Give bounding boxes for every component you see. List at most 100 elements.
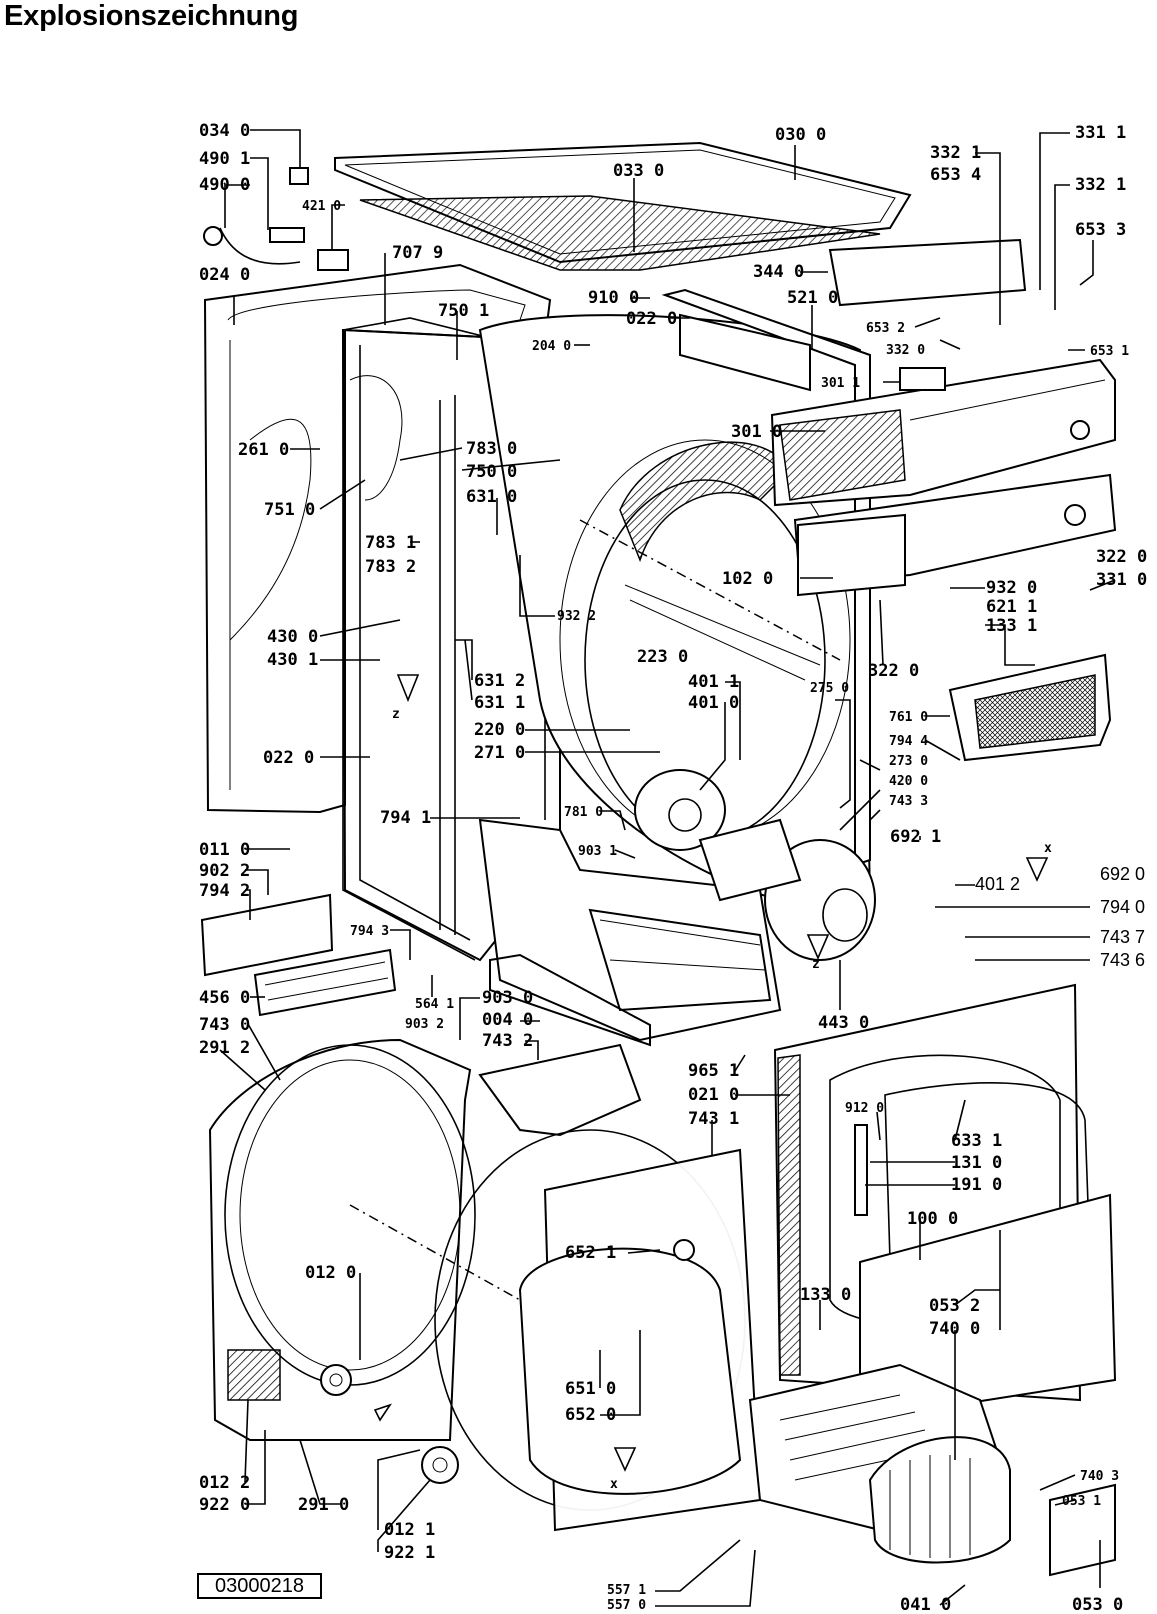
part-label: 783 2 [365, 557, 416, 577]
condenser-unit [748, 1363, 1116, 1577]
part-label: 332 0 [886, 343, 925, 358]
part-label: 053 1 [1062, 1494, 1101, 1509]
part-label: 301 1 [821, 376, 860, 391]
part-label: 783 1 [365, 533, 416, 553]
small-parts-top [203, 167, 349, 271]
part-label: 133 1 [986, 616, 1037, 636]
part-label: 692 0 [1100, 864, 1145, 884]
part-label: 004 0 [482, 1010, 533, 1030]
part-label: 322 0 [868, 661, 919, 681]
part-label: 261 0 [238, 440, 289, 460]
rear-panel [208, 1038, 521, 1441]
direction-markers: z z x x [373, 674, 1052, 1492]
part-label: 932 0 [986, 578, 1037, 598]
part-label: 965 1 [688, 1061, 739, 1081]
part-label: 783 0 [466, 439, 517, 459]
part-label: 024 0 [199, 265, 250, 285]
part-label: 012 1 [384, 1520, 435, 1540]
part-label: 344 0 [753, 262, 804, 282]
part-label: 653 1 [1090, 344, 1129, 359]
part-label: 794 1 [380, 808, 431, 828]
part-label: 910 0 [588, 288, 639, 308]
part-label: 275 0 [810, 681, 849, 696]
part-label: 653 4 [930, 165, 981, 185]
heater-and-gasket [200, 893, 642, 1137]
part-label: 291 0 [298, 1495, 349, 1515]
part-label: 557 0 [607, 1598, 646, 1613]
part-label: 332 1 [930, 143, 981, 163]
part-label: 653 2 [866, 321, 905, 336]
part-label: 761 0 [889, 710, 928, 725]
part-label: 743 3 [889, 794, 928, 809]
part-label: 033 0 [613, 161, 664, 181]
part-label: 041 0 [900, 1595, 951, 1614]
part-label: 521 0 [787, 288, 838, 308]
part-label: 902 2 [199, 861, 250, 881]
part-label: 903 1 [578, 844, 617, 859]
part-label: 631 0 [466, 487, 517, 507]
part-label: 652 0 [565, 1405, 616, 1425]
base-unit [478, 818, 782, 1047]
part-label: 751 0 [264, 500, 315, 520]
part-label: 794 3 [350, 924, 389, 939]
part-label: 012 2 [199, 1473, 250, 1493]
part-label: 443 0 [818, 1013, 869, 1033]
part-label: 922 1 [384, 1543, 435, 1563]
marker-x-2: x [610, 1477, 618, 1492]
part-label: 743 6 [1100, 950, 1145, 970]
part-label: 131 0 [951, 1153, 1002, 1173]
control-panel [770, 238, 1117, 597]
part-label: 011 0 [199, 840, 250, 860]
part-label: 030 0 [775, 125, 826, 145]
part-label: 652 1 [565, 1243, 616, 1263]
part-label: 401 2 [975, 874, 1020, 894]
part-number-labels: 034 0 490 1 490 0 421 0 024 0 030 0 033 … [199, 121, 1147, 1614]
part-label: 332 1 [1075, 175, 1126, 195]
part-label: 420 0 [889, 774, 928, 789]
part-label: 102 0 [722, 569, 773, 589]
part-label: 653 3 [1075, 220, 1126, 240]
part-label: 794 4 [889, 734, 928, 749]
part-label: 932 2 [557, 609, 596, 624]
part-label: 912 0 [845, 1101, 884, 1116]
document-id-box: 03000218 [197, 1573, 322, 1599]
page-title: Explosionszeichnung [4, 0, 299, 32]
part-label: 331 0 [1096, 570, 1147, 590]
part-label: 100 0 [907, 1209, 958, 1229]
part-label: 794 2 [199, 881, 250, 901]
part-label: 651 0 [565, 1379, 616, 1399]
part-label: 053 0 [1072, 1595, 1123, 1614]
marker-z-1: z [392, 707, 400, 722]
part-label: 401 1 [688, 672, 739, 692]
part-label: 740 0 [929, 1319, 980, 1339]
part-label: 922 0 [199, 1495, 250, 1515]
part-label: 903 0 [482, 988, 533, 1008]
part-label: 903 2 [405, 1017, 444, 1032]
drum-rear [421, 1129, 762, 1532]
part-label: 490 0 [199, 175, 250, 195]
part-label: 740 3 [1080, 1469, 1119, 1484]
part-label: 301 0 [731, 422, 782, 442]
door-assembly [773, 983, 1117, 1422]
part-label: 743 0 [199, 1015, 250, 1035]
part-label: 012 0 [305, 1263, 356, 1283]
part-label: 421 0 [302, 199, 341, 214]
part-label: 021 0 [688, 1085, 739, 1105]
part-label: 191 0 [951, 1175, 1002, 1195]
part-label: 022 0 [263, 748, 314, 768]
leader-lines [219, 129, 1116, 1607]
part-label: 034 0 [199, 121, 250, 141]
part-label: 621 1 [986, 597, 1037, 617]
part-label: 707 9 [392, 243, 443, 263]
part-label: 271 0 [474, 743, 525, 763]
part-label: 794 0 [1100, 897, 1145, 917]
part-label: 743 7 [1100, 927, 1145, 947]
part-label: 564 1 [415, 997, 454, 1012]
part-label: 557 1 [607, 1583, 646, 1598]
part-label: 322 0 [1096, 547, 1147, 567]
part-label: 430 0 [267, 627, 318, 647]
right-rear-frame [661, 288, 871, 867]
part-label: 781 0 [564, 805, 603, 820]
part-label: 223 0 [637, 647, 688, 667]
